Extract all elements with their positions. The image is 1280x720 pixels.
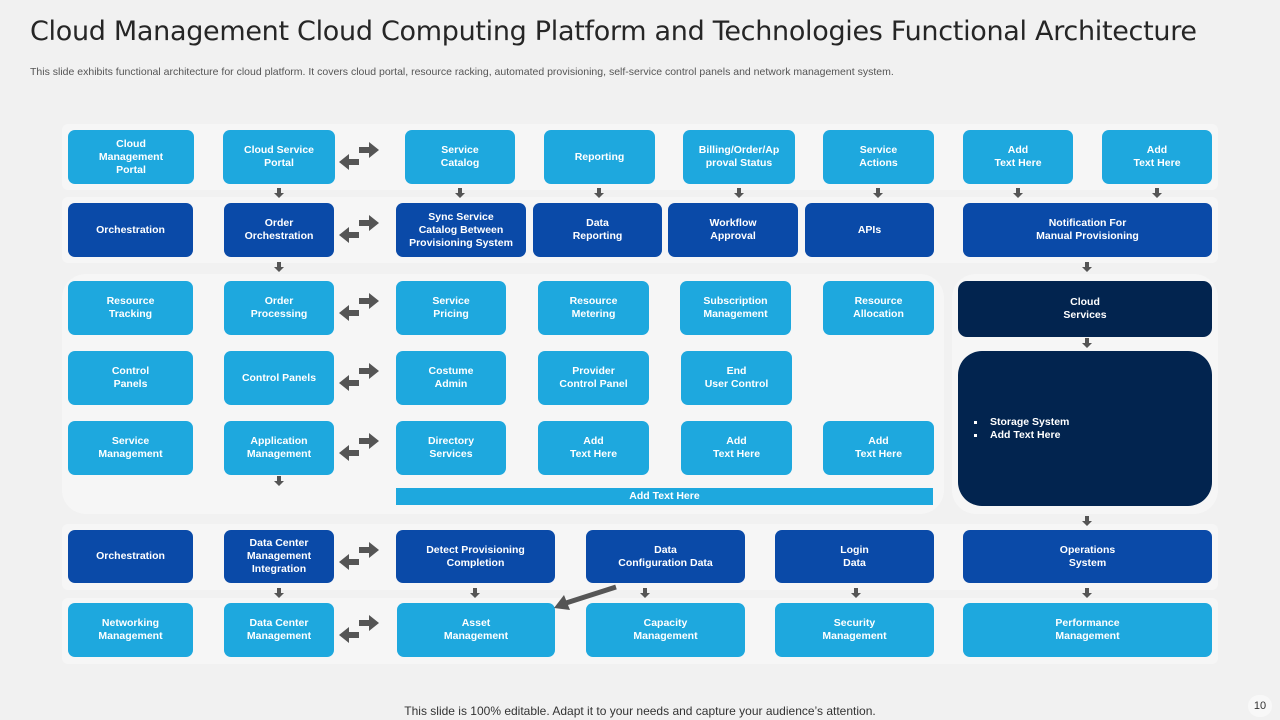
box-asset-management[interactable]: Asset Management (397, 603, 555, 657)
box-reporting[interactable]: Reporting (544, 130, 655, 184)
box-add-text-1[interactable]: Add Text Here (963, 130, 1073, 184)
box-cloud-service-portal[interactable]: Cloud Service Portal (223, 130, 335, 184)
arrow-down-icon (274, 476, 284, 486)
swap-arrows-icon (339, 615, 379, 643)
slide-title: Cloud Management Cloud Computing Platfor… (30, 16, 1197, 47)
arrow-down-icon (594, 188, 604, 198)
box-service-management[interactable]: Service Management (68, 421, 193, 475)
list-item: Add Text Here (970, 429, 1069, 442)
arrow-down-icon (1082, 262, 1092, 272)
box-cloud-services-list-bg (958, 351, 1212, 506)
box-notification-manual-provisioning[interactable]: Notification For Manual Provisioning (963, 203, 1212, 257)
slide-footer: This slide is 100% editable. Adapt it to… (404, 704, 876, 718)
swap-arrows-icon (339, 542, 379, 570)
box-orchestration-top[interactable]: Orchestration (68, 203, 193, 257)
box-capacity-management[interactable]: Capacity Management (586, 603, 745, 657)
box-provider-control-panel[interactable]: Provider Control Panel (538, 351, 649, 405)
arrow-down-icon (1082, 338, 1092, 348)
box-directory-services[interactable]: Directory Services (396, 421, 506, 475)
swap-arrows-icon (339, 293, 379, 321)
arrow-down-icon (274, 188, 284, 198)
arrow-down-icon (1082, 516, 1092, 526)
box-workflow-approval[interactable]: Workflow Approval (668, 203, 798, 257)
arrow-down-icon (873, 188, 883, 198)
box-service-pricing[interactable]: Service Pricing (396, 281, 506, 335)
arrow-down-icon (734, 188, 744, 198)
box-add-text-5[interactable]: Add Text Here (823, 421, 934, 475)
box-add-text-2[interactable]: Add Text Here (1102, 130, 1212, 184)
box-resource-metering[interactable]: Resource Metering (538, 281, 649, 335)
box-resource-tracking[interactable]: Resource Tracking (68, 281, 193, 335)
box-order-processing[interactable]: Order Processing (224, 281, 334, 335)
box-cloud-management-portal[interactable]: Cloud Management Portal (68, 130, 194, 184)
box-detect-provisioning-completion[interactable]: Detect Provisioning Completion (396, 530, 555, 583)
box-service-catalog[interactable]: Service Catalog (405, 130, 515, 184)
list-item: Storage System (970, 416, 1069, 429)
box-subscription-management[interactable]: Subscription Management (680, 281, 791, 335)
box-add-text-3[interactable]: Add Text Here (538, 421, 649, 475)
box-billing-status[interactable]: Billing/Order/Ap proval Status (683, 130, 795, 184)
box-operations-system[interactable]: Operations System (963, 530, 1212, 583)
box-service-actions[interactable]: Service Actions (823, 130, 934, 184)
box-data-reporting[interactable]: Data Reporting (533, 203, 662, 257)
box-security-management[interactable]: Security Management (775, 603, 934, 657)
box-costume-admin[interactable]: Costume Admin (396, 351, 506, 405)
box-data-center-management[interactable]: Data Center Management (224, 603, 334, 657)
arrow-down-icon (851, 588, 861, 598)
box-login-data[interactable]: Login Data (775, 530, 934, 583)
box-networking-management[interactable]: Networking Management (68, 603, 193, 657)
box-performance-management[interactable]: Performance Management (963, 603, 1212, 657)
arrow-down-icon (455, 188, 465, 198)
box-cloud-services[interactable]: Cloud Services (958, 281, 1212, 337)
diagonal-arrow-icon (554, 584, 617, 610)
box-add-text-4[interactable]: Add Text Here (681, 421, 792, 475)
box-control-panels-left[interactable]: Control Panels (68, 351, 193, 405)
arrow-down-icon (274, 262, 284, 272)
swap-arrows-icon (339, 142, 379, 170)
box-control-panels[interactable]: Control Panels (224, 351, 334, 405)
box-orchestration-bottom[interactable]: Orchestration (68, 530, 193, 583)
slide-subtitle: This slide exhibits functional architect… (30, 66, 894, 78)
swap-arrows-icon (339, 433, 379, 461)
box-resource-allocation[interactable]: Resource Allocation (823, 281, 934, 335)
arrow-down-icon (274, 588, 284, 598)
box-data-configuration-data[interactable]: Data Configuration Data (586, 530, 745, 583)
arrow-down-icon (1082, 588, 1092, 598)
arrow-down-icon (470, 588, 480, 598)
box-sync-service-catalog[interactable]: Sync Service Catalog Between Provisionin… (396, 203, 526, 257)
box-end-user-control[interactable]: End User Control (681, 351, 792, 405)
arrow-down-icon (1152, 188, 1162, 198)
arrow-down-icon (640, 588, 650, 598)
box-data-center-management-integration[interactable]: Data Center Management Integration (224, 530, 334, 583)
swap-arrows-icon (339, 215, 379, 243)
box-application-management[interactable]: Application Management (224, 421, 334, 475)
swap-arrows-icon (339, 363, 379, 391)
box-apis[interactable]: APIs (805, 203, 934, 257)
bar-add-text[interactable]: Add Text Here (396, 488, 933, 505)
arrow-down-icon (1013, 188, 1023, 198)
box-order-orchestration[interactable]: Order Orchestration (224, 203, 334, 257)
page-number: 10 (1248, 695, 1272, 717)
cloud-services-list: Storage System Add Text Here (970, 416, 1069, 442)
